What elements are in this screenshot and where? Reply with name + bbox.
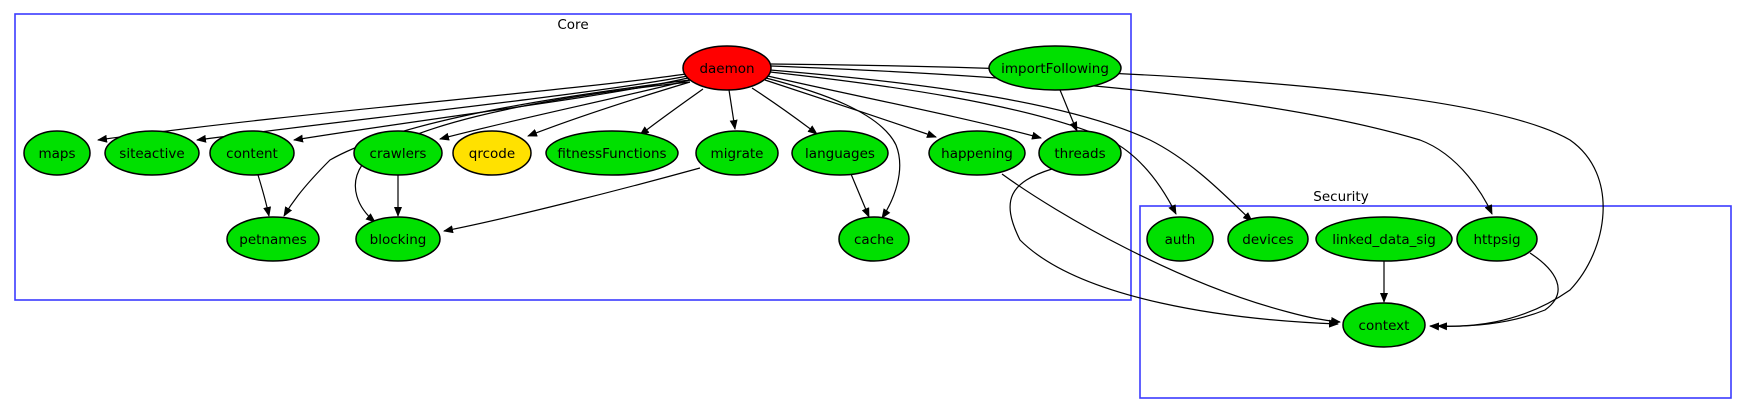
node-languages[interactable]: languages	[791, 130, 889, 176]
node-content[interactable]: content	[209, 130, 295, 176]
node-label-auth: auth	[1165, 232, 1196, 248]
node-threads[interactable]: threads	[1038, 130, 1122, 176]
node-label-petnames: petnames	[239, 232, 307, 248]
edge-importFollowing-to-threads	[1059, 89, 1078, 132]
node-label-httpsig: httpsig	[1473, 232, 1520, 248]
node-label-languages: languages	[805, 146, 875, 162]
cluster-security: Security	[1139, 189, 1732, 399]
edge-daemon-to-context	[770, 63, 1604, 331]
node-linked_data_sig[interactable]: linked_data_sig	[1315, 216, 1453, 262]
node-shape-crawlers[interactable]	[353, 130, 443, 176]
node-siteactive[interactable]: siteactive	[104, 130, 200, 176]
edge-httpsig-to-context	[1437, 252, 1559, 331]
edge-daemon-to-siteactive	[196, 75, 689, 143]
edge-daemon-to-httpsig	[770, 65, 1493, 215]
node-qrcode[interactable]: qrcode	[452, 130, 532, 176]
node-shape-importFollowing[interactable]	[988, 45, 1122, 91]
node-httpsig[interactable]: httpsig	[1456, 216, 1538, 262]
edge-daemon-to-migrate	[728, 89, 738, 130]
node-shape-maps[interactable]	[23, 130, 91, 176]
node-shape-fitnessFunctions[interactable]	[545, 130, 679, 176]
node-maps[interactable]: maps	[23, 130, 91, 176]
node-shape-devices[interactable]	[1227, 216, 1309, 262]
node-label-fitnessFunctions: fitnessFunctions	[557, 146, 666, 162]
edge-languages-to-cache	[850, 173, 870, 218]
node-label-context: context	[1359, 318, 1410, 334]
node-shape-cache[interactable]	[838, 216, 910, 262]
cluster-border-core	[14, 13, 1132, 301]
edge-migrate-to-blocking	[443, 167, 701, 234]
node-label-blocking: blocking	[370, 232, 427, 248]
node-label-qrcode: qrcode	[469, 146, 515, 162]
edge-happening-to-context	[1001, 173, 1341, 325]
node-label-content: content	[226, 146, 278, 162]
edge-layer	[97, 63, 1604, 331]
node-daemon[interactable]: daemon	[682, 45, 772, 91]
edge-daemon-to-qrcode	[527, 81, 691, 137]
node-label-cache: cache	[854, 232, 894, 248]
cluster-label-security: Security	[1313, 189, 1368, 205]
node-shape-context[interactable]	[1342, 302, 1426, 348]
edge-threads-to-context	[1009, 168, 1339, 328]
node-shape-happening[interactable]	[928, 130, 1026, 176]
node-label-devices: devices	[1242, 232, 1293, 248]
node-petnames[interactable]: petnames	[226, 216, 320, 262]
node-label-daemon: daemon	[699, 61, 754, 77]
cluster-border-security	[1139, 205, 1732, 399]
edge-daemon-to-happening	[764, 79, 937, 138]
edge-daemon-to-crawlers	[439, 79, 691, 141]
node-context[interactable]: context	[1342, 302, 1426, 348]
edge-daemon-to-devices	[769, 69, 1253, 222]
node-shape-migrate[interactable]	[695, 130, 779, 176]
node-shape-qrcode[interactable]	[452, 130, 532, 176]
edge-daemon-to-threads	[767, 75, 1042, 140]
node-shape-blocking[interactable]	[355, 216, 441, 262]
node-label-crawlers: crawlers	[370, 146, 427, 162]
node-shape-content[interactable]	[209, 130, 295, 176]
node-shape-auth[interactable]	[1146, 216, 1214, 262]
edge-daemon-to-content	[293, 77, 689, 143]
node-shape-threads[interactable]	[1038, 130, 1122, 176]
edge-daemon-to-maps	[97, 73, 687, 143]
node-shape-daemon[interactable]	[682, 45, 772, 91]
node-auth[interactable]: auth	[1146, 216, 1214, 262]
node-shape-petnames[interactable]	[226, 216, 320, 262]
node-fitnessFunctions[interactable]: fitnessFunctions	[545, 130, 679, 176]
edge-content-to-petnames	[257, 174, 272, 217]
edge-daemon-to-fitnessFunctions	[639, 88, 704, 136]
node-devices[interactable]: devices	[1227, 216, 1309, 262]
node-shape-httpsig[interactable]	[1456, 216, 1538, 262]
node-label-linked_data_sig: linked_data_sig	[1332, 232, 1436, 248]
cluster-label-core: Core	[557, 17, 588, 33]
node-migrate[interactable]: migrate	[695, 130, 779, 176]
node-happening[interactable]: happening	[928, 130, 1026, 176]
node-label-happening: happening	[941, 146, 1013, 162]
node-layer: daemon importFollowing maps siteactive conte…	[23, 45, 1538, 348]
node-crawlers[interactable]: crawlers	[353, 130, 443, 176]
node-blocking[interactable]: blocking	[355, 216, 441, 262]
node-label-migrate: migrate	[711, 146, 764, 162]
node-shape-linked_data_sig[interactable]	[1315, 216, 1453, 262]
edge-daemon-to-languages	[751, 87, 818, 135]
node-cache[interactable]: cache	[838, 216, 910, 262]
edge-daemon-to-auth	[769, 71, 1177, 215]
node-shape-siteactive[interactable]	[104, 130, 200, 176]
node-shape-languages[interactable]	[791, 130, 889, 176]
node-label-threads: threads	[1054, 146, 1105, 162]
edge-daemon-to-cache	[765, 77, 901, 219]
cluster-core: Core	[14, 13, 1132, 301]
node-label-importFollowing: importFollowing	[1001, 61, 1109, 77]
node-importFollowing[interactable]: importFollowing	[988, 45, 1122, 91]
node-label-maps: maps	[38, 146, 75, 162]
node-label-siteactive: siteactive	[119, 146, 184, 162]
